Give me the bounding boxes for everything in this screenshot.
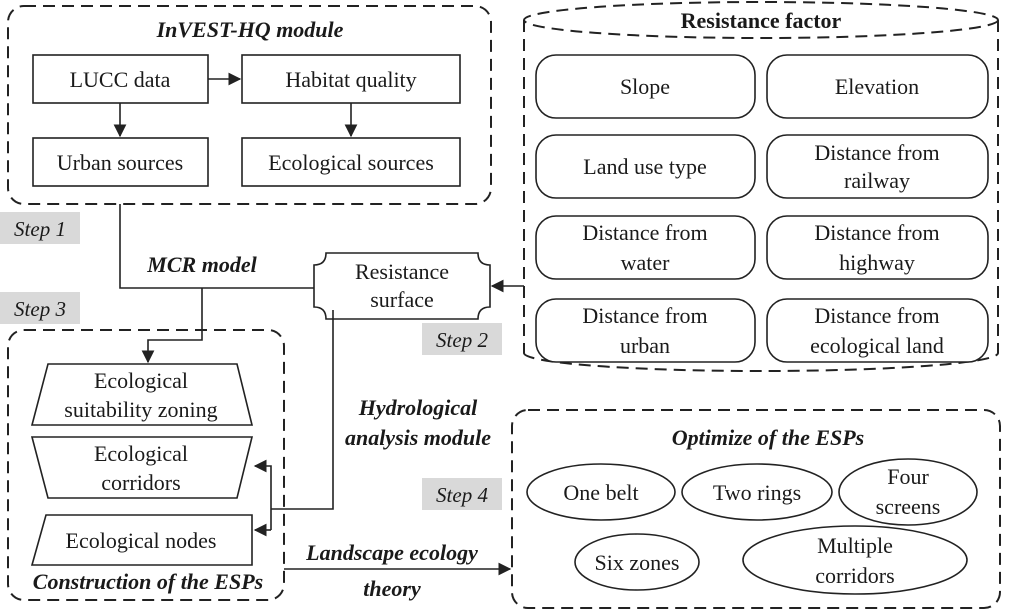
svg-text:screens: screens: [876, 494, 941, 519]
svg-text:One belt: One belt: [563, 480, 638, 505]
lucc-data-label: LUCC data: [70, 67, 171, 92]
hydrological-connector: [271, 310, 334, 510]
resistance-surface-node: Resistance surface: [313, 252, 491, 320]
svg-text:Distance from: Distance from: [582, 303, 707, 328]
urban-sources-label: Urban sources: [57, 150, 183, 175]
svg-text:Ecological: Ecological: [94, 368, 188, 393]
mcr-connector-line: [119, 204, 315, 289]
optimize-frame: [511, 409, 1001, 609]
landscape-label-line1: Landscape ecology: [305, 540, 478, 565]
factor-distance-railway: Distance from railway: [766, 134, 989, 199]
svg-text:water: water: [621, 250, 671, 275]
construction-title: Construction of the ESPs: [33, 569, 263, 594]
ecological-corridors: Ecological corridors: [30, 436, 254, 499]
ecological-suitability-zoning: Ecological suitability zoning: [30, 363, 254, 426]
optimize-title: Optimize of the ESPs: [672, 425, 865, 450]
svg-text:Elevation: Elevation: [835, 74, 919, 99]
factor-distance-highway: Distance from highway: [766, 215, 989, 280]
step-4-label: Step 4: [422, 478, 502, 510]
svg-text:Four: Four: [887, 464, 929, 489]
four-screens: Four screens: [838, 458, 978, 526]
landscape-label-line2: theory: [363, 576, 421, 601]
invest-hq-title: InVEST-HQ module: [156, 17, 344, 42]
six-zones: Six zones: [574, 533, 700, 591]
mcr-model-label: MCR model: [146, 252, 257, 277]
svg-text:Ecological: Ecological: [94, 441, 188, 466]
svg-text:Multiple: Multiple: [817, 533, 893, 558]
step-2-label: Step 2: [422, 323, 502, 355]
step-3-label: Step 3: [0, 292, 80, 324]
arrow-to-corridors: [253, 459, 272, 530]
factor-elevation: Elevation: [766, 54, 989, 119]
resistance-factor-group: Resistance factor Slope Elevation Land u…: [523, 1, 999, 372]
svg-text:Distance from: Distance from: [814, 220, 939, 245]
multiple-corridors: Multiple corridors: [742, 525, 968, 595]
step-3-text: Step 3: [14, 297, 66, 321]
step-2-text: Step 2: [436, 328, 488, 352]
hydrological-label-line1: Hydrological: [358, 395, 478, 420]
resistance-factor-title: Resistance factor: [681, 8, 842, 33]
svg-text:Six zones: Six zones: [595, 550, 680, 575]
svg-text:urban: urban: [620, 333, 670, 358]
habitat-quality-box: Habitat quality: [241, 54, 461, 104]
habitat-quality-label: Habitat quality: [285, 67, 416, 92]
svg-text:suitability zoning: suitability zoning: [64, 397, 217, 422]
construction-esps-group: Ecological suitability zoning Ecological…: [7, 329, 285, 601]
svg-text:ecological land: ecological land: [810, 333, 944, 358]
invest-hq-module: InVEST-HQ module LUCC data Habitat quali…: [7, 5, 492, 205]
ecological-sources-label: Ecological sources: [268, 150, 434, 175]
svg-text:Land use type: Land use type: [583, 154, 706, 179]
svg-text:corridors: corridors: [101, 470, 180, 495]
step-4-text: Step 4: [436, 483, 488, 507]
svg-text:Ecological nodes: Ecological nodes: [66, 528, 217, 553]
svg-text:railway: railway: [844, 168, 910, 193]
factor-land-use-type: Land use type: [535, 134, 756, 199]
optimize-esps-group: Optimize of the ESPs One belt Two rings …: [511, 409, 1001, 609]
factor-distance-ecological-land: Distance from ecological land: [766, 298, 989, 363]
svg-text:corridors: corridors: [815, 563, 894, 588]
ecological-sources-box: Ecological sources: [241, 137, 461, 187]
resistance-surface-line1: Resistance: [355, 259, 449, 284]
one-belt: One belt: [526, 463, 676, 521]
arrow-mcr-to-zoning: [141, 288, 203, 364]
factor-distance-urban: Distance from urban: [535, 298, 756, 363]
svg-text:Distance from: Distance from: [814, 140, 939, 165]
ecological-nodes: Ecological nodes: [30, 514, 253, 566]
two-rings: Two rings: [681, 463, 833, 521]
construction-frame: [7, 329, 285, 601]
factor-slope: Slope: [535, 54, 756, 119]
svg-text:highway: highway: [839, 250, 915, 275]
lucc-data-box: LUCC data: [32, 54, 209, 104]
urban-sources-box: Urban sources: [32, 137, 209, 187]
resistance-surface-line2: surface: [370, 287, 434, 312]
svg-text:Two rings: Two rings: [713, 480, 801, 505]
step-1-label: Step 1: [0, 212, 80, 244]
svg-text:Distance from: Distance from: [582, 220, 707, 245]
svg-text:Distance from: Distance from: [814, 303, 939, 328]
step-1-text: Step 1: [14, 217, 66, 241]
invest-hq-frame: [7, 5, 492, 205]
factor-distance-water: Distance from water: [535, 215, 756, 280]
svg-text:Slope: Slope: [620, 74, 670, 99]
hydrological-label-line2: analysis module: [345, 425, 491, 450]
